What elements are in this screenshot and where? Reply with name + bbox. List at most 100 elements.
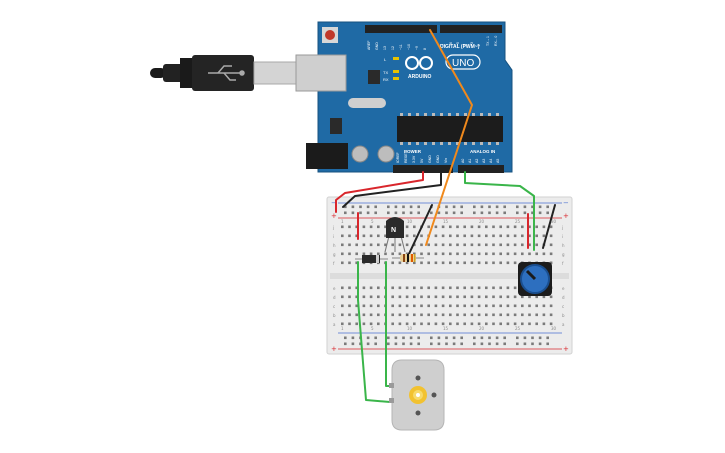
breadboard-hole[interactable] — [384, 243, 387, 247]
breadboard-hole[interactable] — [449, 322, 452, 326]
breadboard-hole[interactable] — [506, 252, 510, 256]
breadboard-hole[interactable] — [521, 243, 524, 247]
breadboard-hole[interactable] — [470, 322, 474, 326]
diode[interactable] — [355, 255, 388, 263]
breadboard-hole[interactable] — [492, 261, 495, 265]
breadboard-hole[interactable] — [456, 225, 459, 229]
rail-hole[interactable] — [460, 205, 463, 209]
breadboard-hole[interactable] — [506, 225, 510, 229]
breadboard-hole[interactable] — [449, 286, 452, 290]
breadboard-hole[interactable] — [449, 295, 452, 299]
breadboard-hole[interactable] — [456, 261, 459, 265]
breadboard-hole[interactable] — [477, 225, 481, 229]
rail-hole[interactable] — [516, 336, 519, 340]
breadboard-hole[interactable] — [355, 295, 358, 299]
breadboard-hole[interactable] — [391, 261, 394, 265]
breadboard-hole[interactable] — [369, 286, 373, 290]
breadboard-hole[interactable] — [413, 304, 416, 308]
rail-hole[interactable] — [488, 211, 491, 215]
breadboard-hole[interactable] — [549, 243, 553, 247]
rail-hole[interactable] — [344, 211, 347, 215]
breadboard-hole[interactable] — [398, 295, 402, 299]
rail-hole[interactable] — [417, 336, 420, 340]
breadboard-hole[interactable] — [391, 243, 394, 247]
rail-hole[interactable] — [417, 211, 420, 215]
breadboard-hole[interactable] — [521, 295, 524, 299]
rail-hole[interactable] — [452, 342, 456, 346]
breadboard-hole[interactable] — [355, 322, 358, 326]
rail-hole[interactable] — [417, 205, 420, 209]
breadboard-hole[interactable] — [477, 234, 481, 238]
breadboard-hole[interactable] — [456, 313, 459, 317]
breadboard-hole[interactable] — [499, 295, 502, 299]
rail-hole[interactable] — [387, 211, 390, 215]
rail-hole[interactable] — [409, 342, 413, 346]
breadboard-hole[interactable] — [441, 322, 445, 326]
breadboard-hole[interactable] — [391, 286, 394, 290]
breadboard-hole[interactable] — [427, 261, 430, 265]
breadboard-hole[interactable] — [463, 234, 466, 238]
rail-hole[interactable] — [480, 342, 484, 346]
breadboard-hole[interactable] — [492, 234, 495, 238]
breadboard-hole[interactable] — [521, 225, 524, 229]
breadboard-hole[interactable] — [405, 322, 409, 326]
breadboard-hole[interactable] — [420, 243, 423, 247]
rail-hole[interactable] — [531, 211, 534, 215]
breadboard-hole[interactable] — [463, 322, 466, 326]
rail-hole[interactable] — [359, 342, 362, 346]
breadboard-hole[interactable] — [405, 304, 409, 308]
breadboard-hole[interactable] — [362, 225, 366, 229]
rail-hole[interactable] — [523, 211, 527, 215]
breadboard-hole[interactable] — [384, 234, 387, 238]
wire-gnd-black[interactable] — [342, 171, 442, 208]
breadboard-hole[interactable] — [485, 261, 488, 265]
breadboard-hole[interactable] — [427, 225, 430, 229]
breadboard-hole[interactable] — [521, 322, 524, 326]
breadboard-hole[interactable] — [420, 304, 423, 308]
wire-pwm-orange[interactable] — [425, 29, 473, 246]
rail-hole[interactable] — [488, 342, 491, 346]
breadboard-hole[interactable] — [449, 261, 452, 265]
rail-hole[interactable] — [538, 336, 542, 340]
breadboard-hole[interactable] — [427, 304, 430, 308]
rail-hole[interactable] — [359, 211, 362, 215]
breadboard-hole[interactable] — [355, 313, 358, 317]
breadboard-hole[interactable] — [463, 225, 466, 229]
rail-hole[interactable] — [351, 336, 355, 340]
breadboard-hole[interactable] — [398, 304, 402, 308]
rail-hole[interactable] — [488, 205, 491, 209]
breadboard-hole[interactable] — [413, 234, 416, 238]
breadboard-hole[interactable] — [405, 313, 409, 317]
breadboard-hole[interactable] — [521, 304, 524, 308]
breadboard-hole[interactable] — [477, 304, 481, 308]
breadboard-hole[interactable] — [427, 295, 430, 299]
breadboard-hole[interactable] — [513, 295, 517, 299]
breadboard-hole[interactable] — [449, 313, 452, 317]
breadboard-hole[interactable] — [420, 295, 423, 299]
breadboard-hole[interactable] — [485, 252, 488, 256]
rail-hole[interactable] — [374, 205, 377, 209]
rail-hole[interactable] — [452, 336, 456, 340]
rail-hole[interactable] — [445, 336, 448, 340]
breadboard-hole[interactable] — [434, 322, 438, 326]
digital-header-low[interactable] — [440, 25, 502, 33]
breadboard-hole[interactable] — [341, 252, 344, 256]
breadboard-hole[interactable] — [427, 322, 430, 326]
breadboard-hole[interactable] — [535, 252, 538, 256]
arduino-uno-board[interactable]: ARDUINO UNO DIGITAL (PWM~) POWER ANALOG … — [295, 21, 513, 173]
breadboard-hole[interactable] — [348, 304, 351, 308]
breadboard-hole[interactable] — [362, 295, 366, 299]
breadboard-hole[interactable] — [528, 313, 531, 317]
breadboard-hole[interactable] — [549, 225, 553, 229]
rail-hole[interactable] — [402, 336, 405, 340]
breadboard-hole[interactable] — [528, 304, 531, 308]
breadboard-hole[interactable] — [506, 322, 510, 326]
breadboard-hole[interactable] — [449, 243, 452, 247]
breadboard-hole[interactable] — [377, 225, 380, 229]
dc-motor[interactable] — [389, 359, 445, 431]
breadboard-hole[interactable] — [398, 322, 402, 326]
breadboard-hole[interactable] — [449, 252, 452, 256]
breadboard-hole[interactable] — [405, 234, 409, 238]
breadboard-hole[interactable] — [542, 252, 546, 256]
digital-header-high[interactable] — [365, 25, 437, 33]
